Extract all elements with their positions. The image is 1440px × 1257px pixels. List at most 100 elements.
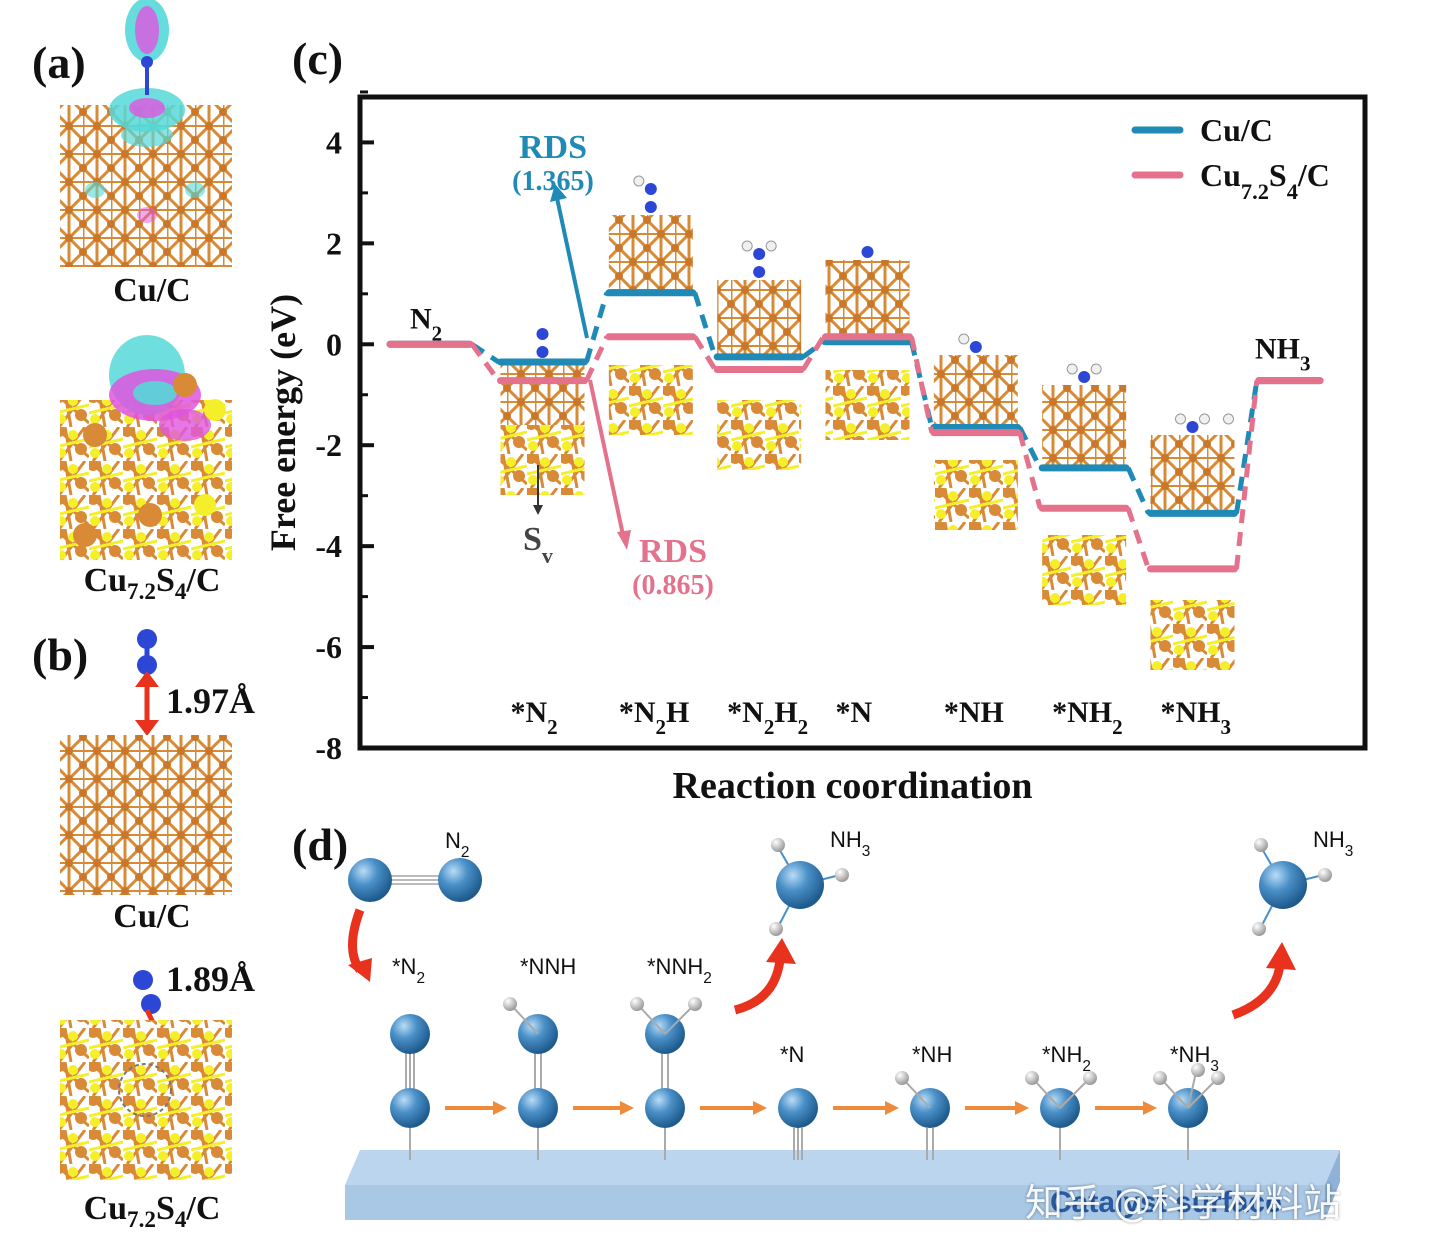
caption-b-cu: Cu/C xyxy=(113,898,191,935)
level-connector xyxy=(584,292,610,363)
category-label: *N2H2 xyxy=(727,696,808,739)
adsorbate-icon xyxy=(536,328,549,358)
level-connector xyxy=(1017,426,1043,470)
y-tick-label: 0 xyxy=(326,326,342,362)
h-atom xyxy=(630,997,644,1011)
rds-cu-title: RDS xyxy=(519,129,587,166)
h-atom xyxy=(769,922,783,936)
adsorbate-icon xyxy=(741,240,777,278)
desorb-arrow xyxy=(348,908,365,973)
cus-cluster-inset xyxy=(500,425,585,495)
h-atom xyxy=(1318,868,1332,882)
y-tick-label: -2 xyxy=(315,427,342,463)
desorb-arrow xyxy=(1231,964,1285,1020)
rds-cus-title: RDS xyxy=(639,533,707,570)
caption-a-cu: Cu/C xyxy=(113,272,191,309)
species-label: *NNH xyxy=(520,954,576,979)
category-label: *NH3 xyxy=(1161,696,1232,739)
bond xyxy=(638,1005,666,1035)
series-cus xyxy=(386,333,1324,573)
sv-label: Sv xyxy=(523,521,554,568)
cu-adsorption-structure xyxy=(60,629,232,895)
panel-c-label: (c) xyxy=(292,33,344,84)
gas-n-atom xyxy=(776,861,824,909)
level-connector xyxy=(801,335,826,371)
rds-cus-arrow xyxy=(588,379,625,536)
h-atom xyxy=(1254,838,1268,852)
category-label: *N2 xyxy=(511,696,558,739)
bond xyxy=(1033,1079,1061,1109)
level-connector xyxy=(1125,466,1151,515)
catalyst-surface-front xyxy=(345,1185,1325,1220)
level-connector xyxy=(469,342,501,383)
rds-cu-arrow xyxy=(555,197,589,339)
species-label: *NH2 xyxy=(1042,1042,1091,1075)
level-connector xyxy=(1017,431,1043,509)
level-connector xyxy=(801,339,825,359)
category-label: *NH xyxy=(944,696,1004,729)
level-connector xyxy=(584,335,610,382)
level-connector xyxy=(692,335,718,371)
h-atom xyxy=(1191,1063,1205,1077)
surface-label: Catalyst surface xyxy=(1050,1186,1282,1219)
adsorbate-icon xyxy=(633,175,657,213)
desorb-arrow xyxy=(733,959,785,1015)
gas-n-atom xyxy=(348,858,392,902)
y-tick-label: -6 xyxy=(315,629,342,665)
n-atom xyxy=(778,1088,818,1128)
y-axis-label: Free energy (eV) xyxy=(263,294,303,551)
cus-adsorption-structure xyxy=(60,970,232,1180)
caption-a-cus: Cu7.2S4/C xyxy=(42,562,262,606)
h-atom xyxy=(1083,1071,1097,1085)
cu-slab-inset xyxy=(1150,435,1235,515)
gas-n-atom xyxy=(1259,861,1307,909)
category-label: NH3 xyxy=(1255,333,1311,376)
category-label: *N xyxy=(836,696,873,729)
watermark: 知乎 @科学材料站 xyxy=(1025,1181,1342,1225)
h-atom xyxy=(771,838,785,852)
level-connector xyxy=(692,292,718,358)
h-atom xyxy=(895,1071,909,1085)
category-label: *N2H xyxy=(619,696,690,739)
adsorbate-icon xyxy=(958,333,982,353)
n-atom xyxy=(645,1088,685,1128)
cus-cluster-inset xyxy=(1042,535,1127,605)
cus-cluster-inset xyxy=(717,400,802,470)
cu-charge-density-structure xyxy=(60,0,232,267)
h-atom xyxy=(835,868,849,882)
panel-a-label: (a) xyxy=(32,37,86,88)
cus-cluster-inset xyxy=(933,460,1018,530)
category-label: N2 xyxy=(410,302,442,345)
n-atom xyxy=(390,1014,430,1054)
legend-label: Cu/C xyxy=(1200,112,1273,148)
species-label: *N xyxy=(780,1042,804,1067)
x-axis-label: Reaction coordination xyxy=(673,765,1033,807)
species-label: *NH xyxy=(912,1042,952,1067)
bond xyxy=(1187,1079,1217,1109)
legend-label: Cu7.2S4/C xyxy=(1200,157,1330,204)
h-atom xyxy=(503,997,517,1011)
panel-d-label: (d) xyxy=(292,819,349,870)
y-tick-label: -8 xyxy=(315,730,342,766)
level-connector xyxy=(909,336,935,434)
y-tick-label: 2 xyxy=(326,225,342,261)
cu-slab-inset xyxy=(717,280,802,360)
bond xyxy=(1059,1079,1089,1109)
gas-n-atom xyxy=(438,858,482,902)
adsorbate-icon xyxy=(861,246,874,258)
cus-charge-density-structure xyxy=(60,335,232,560)
h-atom xyxy=(1153,1071,1167,1085)
distance-cus: 1.89Å xyxy=(166,959,255,999)
level-connector xyxy=(1234,380,1260,570)
level-connector xyxy=(1125,507,1151,570)
cu-slab-inset xyxy=(1042,385,1127,465)
cus-cluster-inset xyxy=(608,365,693,435)
caption-b-cus-text: Cu7.2S4/C xyxy=(83,1190,221,1233)
caption-b-cus: Cu7.2S4/C xyxy=(42,1190,262,1234)
cu-slab-inset xyxy=(933,355,1018,435)
h-atom xyxy=(1211,1071,1225,1085)
species-label: *N2 xyxy=(392,954,425,987)
